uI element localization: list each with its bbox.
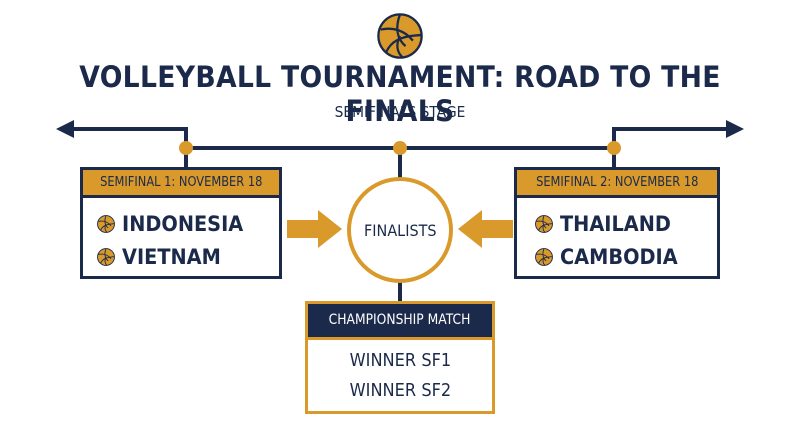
left-elbow-line (70, 127, 188, 148)
team-row: THAILAND (535, 210, 681, 238)
left-arrowhead (56, 120, 74, 138)
championship-label: CHAMPIONSHIP MATCH (329, 312, 471, 328)
team-row: VIETNAM (97, 243, 229, 271)
volleyball-icon (535, 215, 553, 233)
finalists-label: FINALISTS (363, 220, 437, 240)
right-arrowhead (726, 120, 744, 138)
junction-dot-right (607, 141, 621, 155)
volleyball-icon (535, 248, 553, 266)
championship-entry: WINNER SF1 (308, 350, 492, 371)
championship-entry-text: WINNER SF2 (349, 380, 451, 401)
team-row: INDONESIA (97, 210, 254, 238)
team-name: VIETNAM (122, 245, 221, 269)
semifinal-2-card: SEMIFINAL 2: NOVEMBER 18 THAILAND CAMBOD… (514, 167, 720, 279)
team-name: CAMBODIA (560, 245, 678, 269)
volleyball-icon (97, 215, 115, 233)
junction-dot-left (179, 141, 193, 155)
semifinal-2-label: SEMIFINAL 2: NOVEMBER 18 (535, 175, 699, 190)
championship-box: CHAMPIONSHIP MATCH WINNER SF1 WINNER SF2 (305, 301, 495, 414)
junction-dot-center (393, 141, 407, 155)
championship-header: CHAMPIONSHIP MATCH (308, 304, 492, 340)
semifinal-1-card: SEMIFINAL 1: NOVEMBER 18 INDONESIA VIETN… (80, 167, 282, 279)
team-row: CAMBODIA (535, 243, 688, 271)
right-elbow-line (612, 127, 730, 148)
volleyball-icon (97, 248, 115, 266)
semifinal-1-label: SEMIFINAL 1: NOVEMBER 18 (99, 175, 263, 190)
team-name: THAILAND (560, 212, 671, 236)
page-subtitle: SEMIFINALS STAGE (334, 103, 466, 121)
championship-entry: WINNER SF2 (308, 380, 492, 401)
finalists-circle: FINALISTS (347, 177, 453, 283)
right-to-finalists-arrow (458, 210, 513, 248)
semifinal-1-header: SEMIFINAL 1: NOVEMBER 18 (83, 170, 279, 198)
team-name: INDONESIA (122, 212, 244, 236)
page-title: VOLLEYBALL TOURNAMENT: ROAD TO THE FINAL… (79, 60, 721, 128)
volleyball-icon (377, 13, 423, 59)
semifinal-2-header: SEMIFINAL 2: NOVEMBER 18 (517, 170, 717, 198)
championship-entry-text: WINNER SF1 (349, 350, 451, 371)
left-to-finalists-arrow (287, 210, 342, 248)
